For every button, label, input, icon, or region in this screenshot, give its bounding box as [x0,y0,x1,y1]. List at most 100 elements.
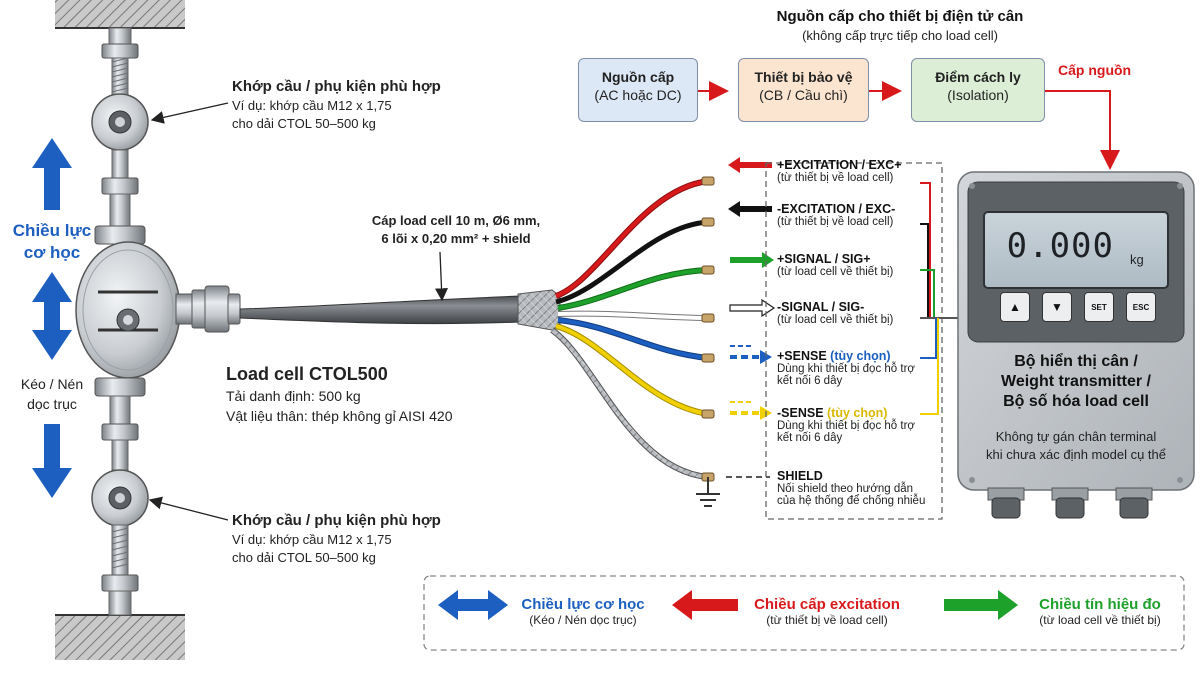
device-note: Không tự gán chân terminal khi chưa xác … [962,428,1190,464]
sig-minus-direction-icon [729,298,776,318]
wire-sig-plus-sub: (từ load cell về thiết bị) [777,266,894,278]
wire-sig-plus-title: +SIGNAL / SIG+ [777,252,871,266]
wire-sense-plus-optional: (tùy chọn) [826,349,891,363]
rod-end-bottom [91,395,149,616]
joint-top-label: Khớp cầu / phụ kiện phù hợp Ví dụ: khớp … [232,78,492,133]
device-down-button[interactable]: ▼ [1042,292,1072,322]
ground-icon [696,477,720,507]
legend-excitation-title: Chiều cấp excitation [754,596,900,613]
axis-label-line2: dọc trục [27,396,77,412]
device-title-line1: Bộ hiển thị cân / [1014,353,1138,370]
legend-frame [423,575,1185,651]
wire-label-sig-minus: -SIGNAL / SIG- (từ load cell về thiết bị… [777,300,937,326]
power-source-box: Nguồn cấp (AC hoặc DC) [578,58,698,122]
top-mount-plate [55,0,185,29]
loadcell-material: Vật liệu thân: thép không gỉ AISI 420 [226,408,453,424]
loadcell-rated: Tải danh định: 500 kg [226,388,361,404]
arrow-up-icon: ▲ [1009,300,1021,314]
device-display-value: 0.000 [1006,226,1114,266]
wire-sig-minus-title: -SIGNAL / SIG- [777,300,865,314]
power-source-title: Nguồn cấp [601,69,675,85]
power-chain-arrows [698,81,1120,170]
bottom-mount-plate [55,614,185,660]
force-label: Chiều lực cơ học [4,220,100,264]
legend-force-sub: (Kéo / Nén dọc trục) [529,613,637,627]
wire-shield [550,327,709,480]
device-title-line2: Weight transmitter / [1001,373,1151,390]
isolation-point-box: Điểm cách ly (Isolation) [911,58,1045,122]
legend-item-force: Chiều lực cơ học (Kéo / Nén dọc trục) [508,596,658,627]
exc-plus-direction-icon [728,157,772,173]
device-title-line3: Bộ số hóa load cell [1003,393,1149,410]
cable-label-line2: 6 lõi x 0,20 mm² + shield [381,231,531,246]
wire-sig-plus [557,267,709,311]
legend-item-signal: Chiều tín hiệu đo (từ load cell về thiết… [1022,596,1178,627]
joint-bottom-title: Khớp cầu / phụ kiện phù hợp [232,512,441,529]
wire-label-exc-minus: -EXCITATION / EXC- (từ thiết bị về load … [777,202,937,228]
wire-sense-minus-sub1: Dùng khi thiết bị đọc hỗ trợ [777,420,915,432]
cable-pointer [435,251,449,302]
device-esc-button[interactable]: ESC [1126,292,1156,322]
set-button-label: SET [1091,302,1107,312]
power-section-subtitle: (không cấp trực tiếp cho load cell) [802,28,998,43]
force-arrow-double-icon [32,272,72,360]
wire-sense-minus-sub2: kết nối 6 dây [777,432,843,444]
legend-signal-icon [944,590,1018,620]
power-section-title: Nguồn cấp cho thiết bị điện tử cân [776,8,1024,25]
force-label-line2: cơ học [23,243,81,262]
axis-label: Kéo / Nén dọc trục [4,374,100,414]
exc-minus-direction-icon [728,201,772,217]
joint-bottom-line2: cho dải CTOL 50–500 kg [232,550,376,565]
loadcell-name: Load cell CTOL500 [226,364,388,384]
wire-exc-plus [554,178,709,299]
wire-sense-minus-optional: (tùy chọn) [823,406,888,420]
threaded-rod-top [101,27,139,97]
wire-label-shield: SHIELD Nối shield theo hướng dẫn của hệ … [777,469,937,507]
loadcell-cable [239,251,561,331]
legend-signal-title: Chiều tín hiệu đo [1039,596,1161,613]
wire-label-exc-plus: +EXCITATION / EXC+ (từ thiết bị về load … [777,158,937,184]
joint-bottom-pointer [148,496,229,521]
cable-label-line1: Cáp load cell 10 m, Ø6 mm, [371,213,541,228]
protection-device-box: Thiết bị bảo vệ (CB / Cầu chì) [738,58,869,122]
rod-end-top [91,93,149,229]
wire-shield-sub2: của hệ thống để chống nhiễu [777,495,926,507]
legend-excitation-sub: (từ thiết bị về load cell) [766,613,888,627]
device-set-button[interactable]: SET [1084,292,1114,322]
wire-sig-minus-sub: (từ load cell về thiết bị) [777,314,894,326]
legend-excitation-icon [672,590,738,620]
wire-exc-minus-sub: (từ thiết bị về load cell) [777,216,894,228]
joint-top-line1: Ví dụ: khớp cầu M12 x 1,75 [232,98,392,113]
wire-exc-plus-title: +EXCITATION / EXC+ [777,158,902,172]
esc-button-label: ESC [1132,302,1150,312]
loadcell-label: Load cell CTOL500 Tải danh định: 500 kg … [226,362,526,426]
isolation-point-sub: (Isolation) [947,87,1009,103]
joint-top-line2: cho dải CTOL 50–500 kg [232,116,376,131]
force-label-line1: Chiều lực [12,221,92,240]
wire-sense-minus [555,323,709,417]
arrow-down-icon: ▼ [1051,300,1063,314]
device-title: Bộ hiển thị cân / Weight transmitter / B… [962,352,1190,412]
wire-ferrules [701,176,715,482]
power-feed-label: Cấp nguồn [1058,62,1132,78]
device-note-line1: Không tự gán chân terminal [995,429,1157,444]
sig-plus-direction-icon [730,252,774,268]
wire-exc-minus-title: -EXCITATION / EXC- [777,202,896,216]
wire-label-sense-plus: +SENSE (tùy chọn) Dùng khi thiết bị đọc … [777,349,937,387]
device-display-unit: kg [1130,252,1144,267]
device-enclosure [957,171,1195,519]
device-connection-lines [920,182,958,415]
wire-exc-minus [555,219,709,305]
joint-top-pointer [150,102,229,124]
legend-force-icon [438,590,508,620]
wire-sense-plus-sub1: Dùng khi thiết bị đọc hỗ trợ [777,363,915,375]
wire-sense-plus [557,317,709,361]
isolation-point-title: Điểm cách ly [935,69,1021,85]
joint-top-title: Khớp cầu / phụ kiện phù hợp [232,78,441,95]
wire-shield-sub1: Nối shield theo hướng dẫn [777,483,914,495]
wire-sense-minus-title: -SENSE [777,406,824,420]
wire-sense-plus-title: +SENSE [777,349,827,363]
device-up-button[interactable]: ▲ [1000,292,1030,322]
legend-item-excitation: Chiều cấp excitation (từ thiết bị về loa… [742,596,912,627]
legend-signal-sub: (từ load cell về thiết bị) [1039,613,1161,627]
